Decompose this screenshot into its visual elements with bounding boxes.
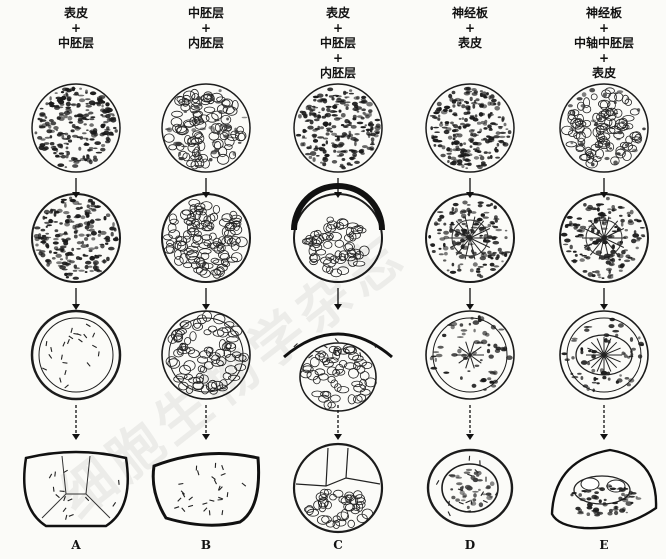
- down-arrow-icon: [600, 288, 608, 310]
- explant-stage-4: [294, 444, 382, 532]
- explant-stage-3: [426, 311, 514, 399]
- explant-stage-3: [32, 311, 120, 399]
- column-C: 表皮+中胚层+内胚层C: [283, 0, 393, 559]
- down-arrow-icon: [466, 405, 474, 440]
- explant-stage-1: [32, 84, 120, 172]
- column-E: 神经板+中轴中胚层+表皮E: [549, 0, 659, 559]
- down-arrow-icon: [72, 405, 80, 440]
- explant-stages: [283, 0, 393, 559]
- explant-stage-4: [428, 450, 512, 526]
- explant-stages: [21, 0, 131, 559]
- explant-stage-2: [32, 194, 120, 282]
- explant-stage-3: [284, 334, 392, 411]
- explant-stage-2: [294, 186, 382, 282]
- explant-stage-4: [552, 450, 656, 528]
- explant-stage-1: [426, 84, 514, 172]
- explant-stage-2: [426, 194, 514, 282]
- explant-stage-4: [153, 454, 258, 526]
- explant-stages: [549, 0, 659, 559]
- column-D: 神经板+表皮D: [415, 0, 525, 559]
- explant-stages: [151, 0, 261, 559]
- explant-stage-1: [162, 84, 250, 172]
- down-arrow-icon: [600, 405, 608, 440]
- explant-stages: [415, 0, 525, 559]
- panel-letter: E: [549, 538, 659, 552]
- explant-stage-2: [162, 194, 250, 282]
- panel-letter: B: [151, 538, 261, 552]
- down-arrow-icon: [202, 405, 210, 440]
- explant-stage-4: [24, 452, 128, 526]
- panel-letter: A: [21, 538, 131, 552]
- down-arrow-icon: [334, 288, 342, 310]
- down-arrow-icon: [466, 288, 474, 310]
- explant-stage-3: [162, 311, 250, 399]
- column-B: 中胚层+内胚层B: [151, 0, 261, 559]
- explant-stage-1: [294, 84, 382, 172]
- column-A: 表皮+中胚层A: [21, 0, 131, 559]
- explant-stage-1: [560, 84, 648, 172]
- down-arrow-icon: [202, 288, 210, 310]
- panel-letter: D: [415, 538, 525, 552]
- panel-letter: C: [283, 538, 393, 552]
- explant-stage-3: [560, 311, 648, 399]
- down-arrow-icon: [72, 288, 80, 310]
- explant-stage-2: [560, 194, 648, 282]
